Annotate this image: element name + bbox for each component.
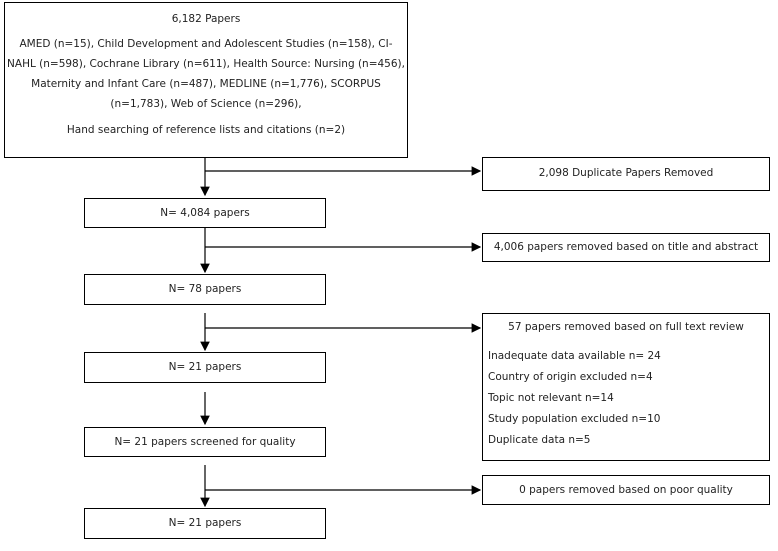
- fulltext-removed-box: 57 papers removed based on full text rev…: [482, 313, 770, 461]
- quality-removed-text: 0 papers removed based on poor quality: [519, 484, 733, 496]
- sources-line: (n=1,783), Web of Science (n=296),: [110, 98, 302, 110]
- exclusion-reason: Country of origin excluded n=4: [488, 371, 653, 383]
- duplicates-removed-text: 2,098 Duplicate Papers Removed: [538, 167, 714, 179]
- step2-text: N= 78 papers: [168, 283, 242, 295]
- quality-removed-box: 0 papers removed based on poor quality: [482, 475, 770, 505]
- step5-box: N= 21 papers: [84, 508, 326, 539]
- title-abstract-removed-box: 4,006 papers removed based on title and …: [482, 233, 770, 262]
- exclusion-reason: Duplicate data n=5: [488, 434, 591, 446]
- sources-line: Maternity and Infant Care (n=487), MEDLI…: [31, 78, 381, 90]
- sources-line: NAHL (n=598), Cochrane Library (n=611), …: [7, 58, 405, 70]
- step4-box: N= 21 papers screened for quality: [84, 427, 326, 457]
- exclusion-reason: Study population excluded n=10: [488, 413, 661, 425]
- exclusion-reason: Topic not relevant n=14: [488, 392, 614, 404]
- step1-text: N= 4,084 papers: [160, 207, 250, 219]
- step2-box: N= 78 papers: [84, 274, 326, 305]
- hand-search-text: Hand searching of reference lists and ci…: [66, 124, 346, 136]
- exclusion-reason: Inadequate data available n= 24: [488, 350, 661, 362]
- step3-text: N= 21 papers: [168, 361, 242, 373]
- duplicates-removed-box: 2,098 Duplicate Papers Removed: [482, 157, 770, 191]
- step3-box: N= 21 papers: [84, 352, 326, 383]
- sources-box: 6,182 Papers AMED (n=15), Child Developm…: [4, 2, 408, 158]
- sources-title: 6,182 Papers: [171, 13, 241, 25]
- fulltext-removed-title: 57 papers removed based on full text rev…: [508, 321, 744, 333]
- step1-box: N= 4,084 papers: [84, 198, 326, 228]
- title-abstract-removed-text: 4,006 papers removed based on title and …: [493, 241, 759, 253]
- sources-line: AMED (n=15), Child Development and Adole…: [19, 38, 393, 50]
- step4-text: N= 21 papers screened for quality: [114, 436, 296, 448]
- step5-text: N= 21 papers: [168, 517, 242, 529]
